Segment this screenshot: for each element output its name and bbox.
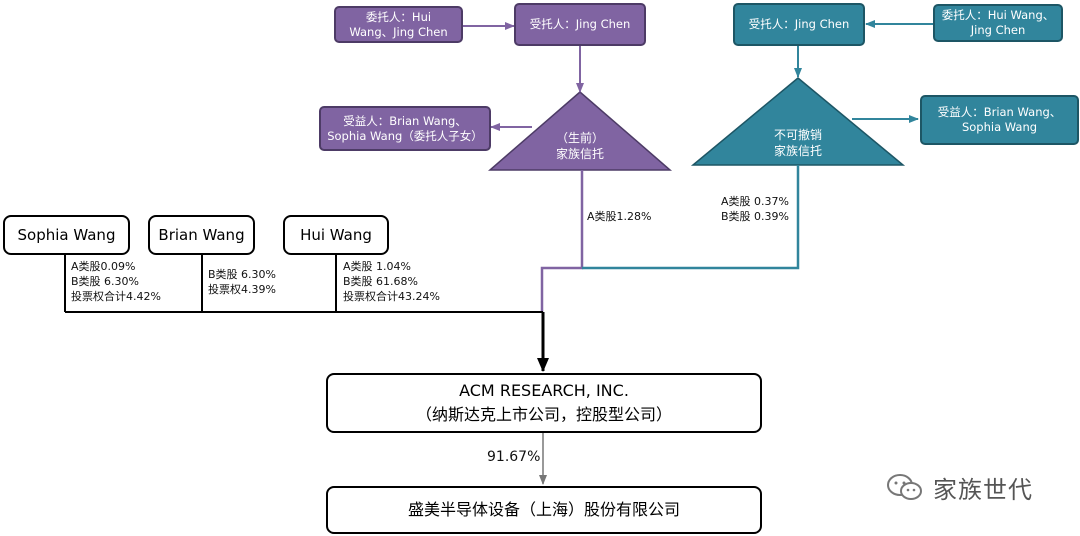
hui-wang-name: Hui Wang bbox=[300, 226, 372, 244]
hui-wang-holding-label: A类股 1.04% B类股 61.68% 投票权合计43.24% bbox=[343, 260, 440, 303]
irrevocable-trust-beneficiary-label: 受益人：Brian Wang、Sophia Wang bbox=[937, 105, 1062, 134]
brian-wang-name: Brian Wang bbox=[158, 226, 245, 244]
wechat-icon bbox=[887, 473, 922, 500]
sophia-wang-holding-label: A类股0.09% B类股 6.30% 投票权合计4.42% bbox=[71, 260, 161, 303]
lifetime-trust-holding-line bbox=[540, 170, 584, 312]
sophia-wang-box: Sophia Wang bbox=[3, 215, 130, 255]
sophia-wang-name: Sophia Wang bbox=[17, 226, 116, 244]
acm-research-name: ACM RESEARCH, INC. bbox=[459, 381, 629, 400]
watermark-text: 家族世代 bbox=[933, 476, 1033, 504]
lifetime-trust-name-line1: （生前） bbox=[555, 131, 604, 145]
brian-wang-holding-label: B类股 6.30% 投票权4.39% bbox=[208, 268, 276, 296]
irrevocable-trust-settlor-label: 委托人：Hui Wang、Jing Chen bbox=[941, 8, 1055, 37]
irrevocable-trust-name-line1: 不可撤销 bbox=[773, 128, 822, 142]
irrevocable-trust-trustee-label: 受托人：Jing Chen bbox=[748, 17, 850, 31]
lifetime-trust-trustee-label: 受托人：Jing Chen bbox=[529, 17, 631, 31]
lifetime-trust-beneficiary-label: 受益人：Brian Wang、Sophia Wang（委托人子女） bbox=[327, 113, 483, 143]
irrevocable-trust-trustee-box: 受托人：Jing Chen bbox=[733, 3, 865, 46]
subsidiary-name: 盛美半导体设备（上海）股份有限公司 bbox=[407, 500, 680, 519]
lifetime-trust-trustee-box: 受托人：Jing Chen bbox=[514, 3, 646, 46]
lifetime-trust-name-line2: 家族信托 bbox=[555, 147, 604, 161]
lifetime-trust-triangle bbox=[487, 91, 673, 171]
irrevocable-trust-holding-line bbox=[582, 165, 800, 270]
irrevocable-trust-name-line2: 家族信托 bbox=[773, 144, 822, 158]
lifetime-trust-holding-label: A类股1.28% bbox=[587, 210, 652, 223]
lifetime-trust-settlor-box: 委托人：Hui Wang、Jing Chen bbox=[334, 6, 463, 43]
acm-research-description: （纳斯达克上市公司，控股型公司） bbox=[415, 405, 672, 424]
hui-wang-box: Hui Wang bbox=[283, 215, 389, 255]
lifetime-trust-settlor-label: 委托人：Hui Wang、Jing Chen bbox=[349, 9, 448, 39]
irrevocable-trust-name: 不可撤销 家族信托 bbox=[748, 127, 848, 159]
irrevocable-trust-holding-label: A类股 0.37% B类股 0.39% bbox=[721, 195, 789, 223]
subsidiary-box: 盛美半导体设备（上海）股份有限公司 bbox=[326, 486, 762, 534]
irrevocable-trust-settlor-box: 委托人：Hui Wang、Jing Chen bbox=[933, 4, 1063, 42]
irrevocable-trust-beneficiary-box: 受益人：Brian Wang、Sophia Wang bbox=[920, 95, 1079, 145]
lifetime-trust-name: （生前） 家族信托 bbox=[530, 130, 630, 162]
brian-wang-box: Brian Wang bbox=[148, 215, 255, 255]
watermark: 家族世代 bbox=[885, 470, 1033, 505]
acm-research-box: ACM RESEARCH, INC. （纳斯达克上市公司，控股型公司） bbox=[326, 373, 762, 433]
subsidiary-ownership-label: 91.67% bbox=[487, 449, 541, 465]
lifetime-trust-beneficiary-box: 受益人：Brian Wang、Sophia Wang（委托人子女） bbox=[319, 106, 491, 151]
